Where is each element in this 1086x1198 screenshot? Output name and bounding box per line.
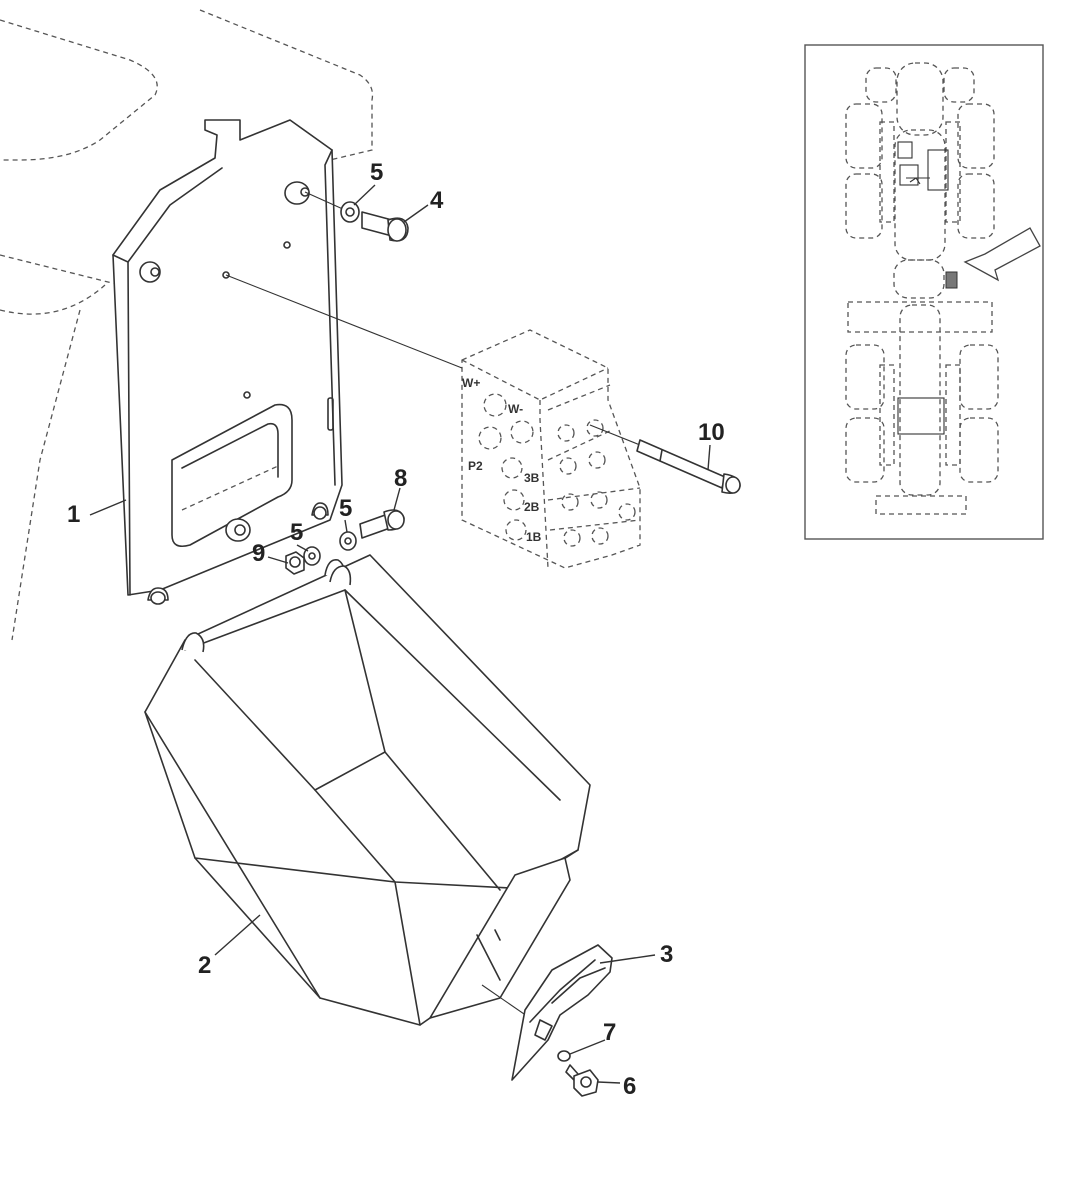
clip [481,944,613,1081]
callout-5-top: 5 [370,159,383,186]
callout-7: 7 [603,1019,616,1046]
top-washer-and-bolt [304,191,409,242]
locator-inset [804,44,1044,540]
inset-highlight-marker [945,271,958,289]
callout-6: 6 [623,1073,636,1100]
clip-fasteners [557,1050,599,1097]
callout-9: 9 [252,540,265,567]
mounting-plate [112,119,343,605]
inset-pointer-arrow [963,227,1041,282]
callout-4: 4 [430,187,444,214]
tray [144,554,591,1026]
port-label-w-minus: W- [508,402,523,416]
callout-8: 8 [394,465,407,492]
mounting-axis-line [225,274,463,369]
port-label-1b: 1B [526,530,542,544]
machine-outline [0,9,374,641]
callout-5-left: 5 [290,519,303,546]
callout-10: 10 [698,419,725,446]
long-bolt [589,424,741,494]
port-label-w-plus: W+ [462,376,480,390]
callout-2: 2 [198,952,211,979]
callout-1: 1 [67,501,80,528]
inset-machine-outline [845,62,999,515]
port-label-2b: 2B [524,500,540,514]
port-label-p2: P2 [468,459,483,473]
leader-lines [89,184,711,1084]
valve-block: W+ W- P2 3B 2B 1B [461,329,641,569]
port-label-3b: 3B [524,471,540,485]
lower-fasteners [285,509,405,575]
callout-3: 3 [660,941,673,968]
callout-5-right: 5 [339,495,352,522]
